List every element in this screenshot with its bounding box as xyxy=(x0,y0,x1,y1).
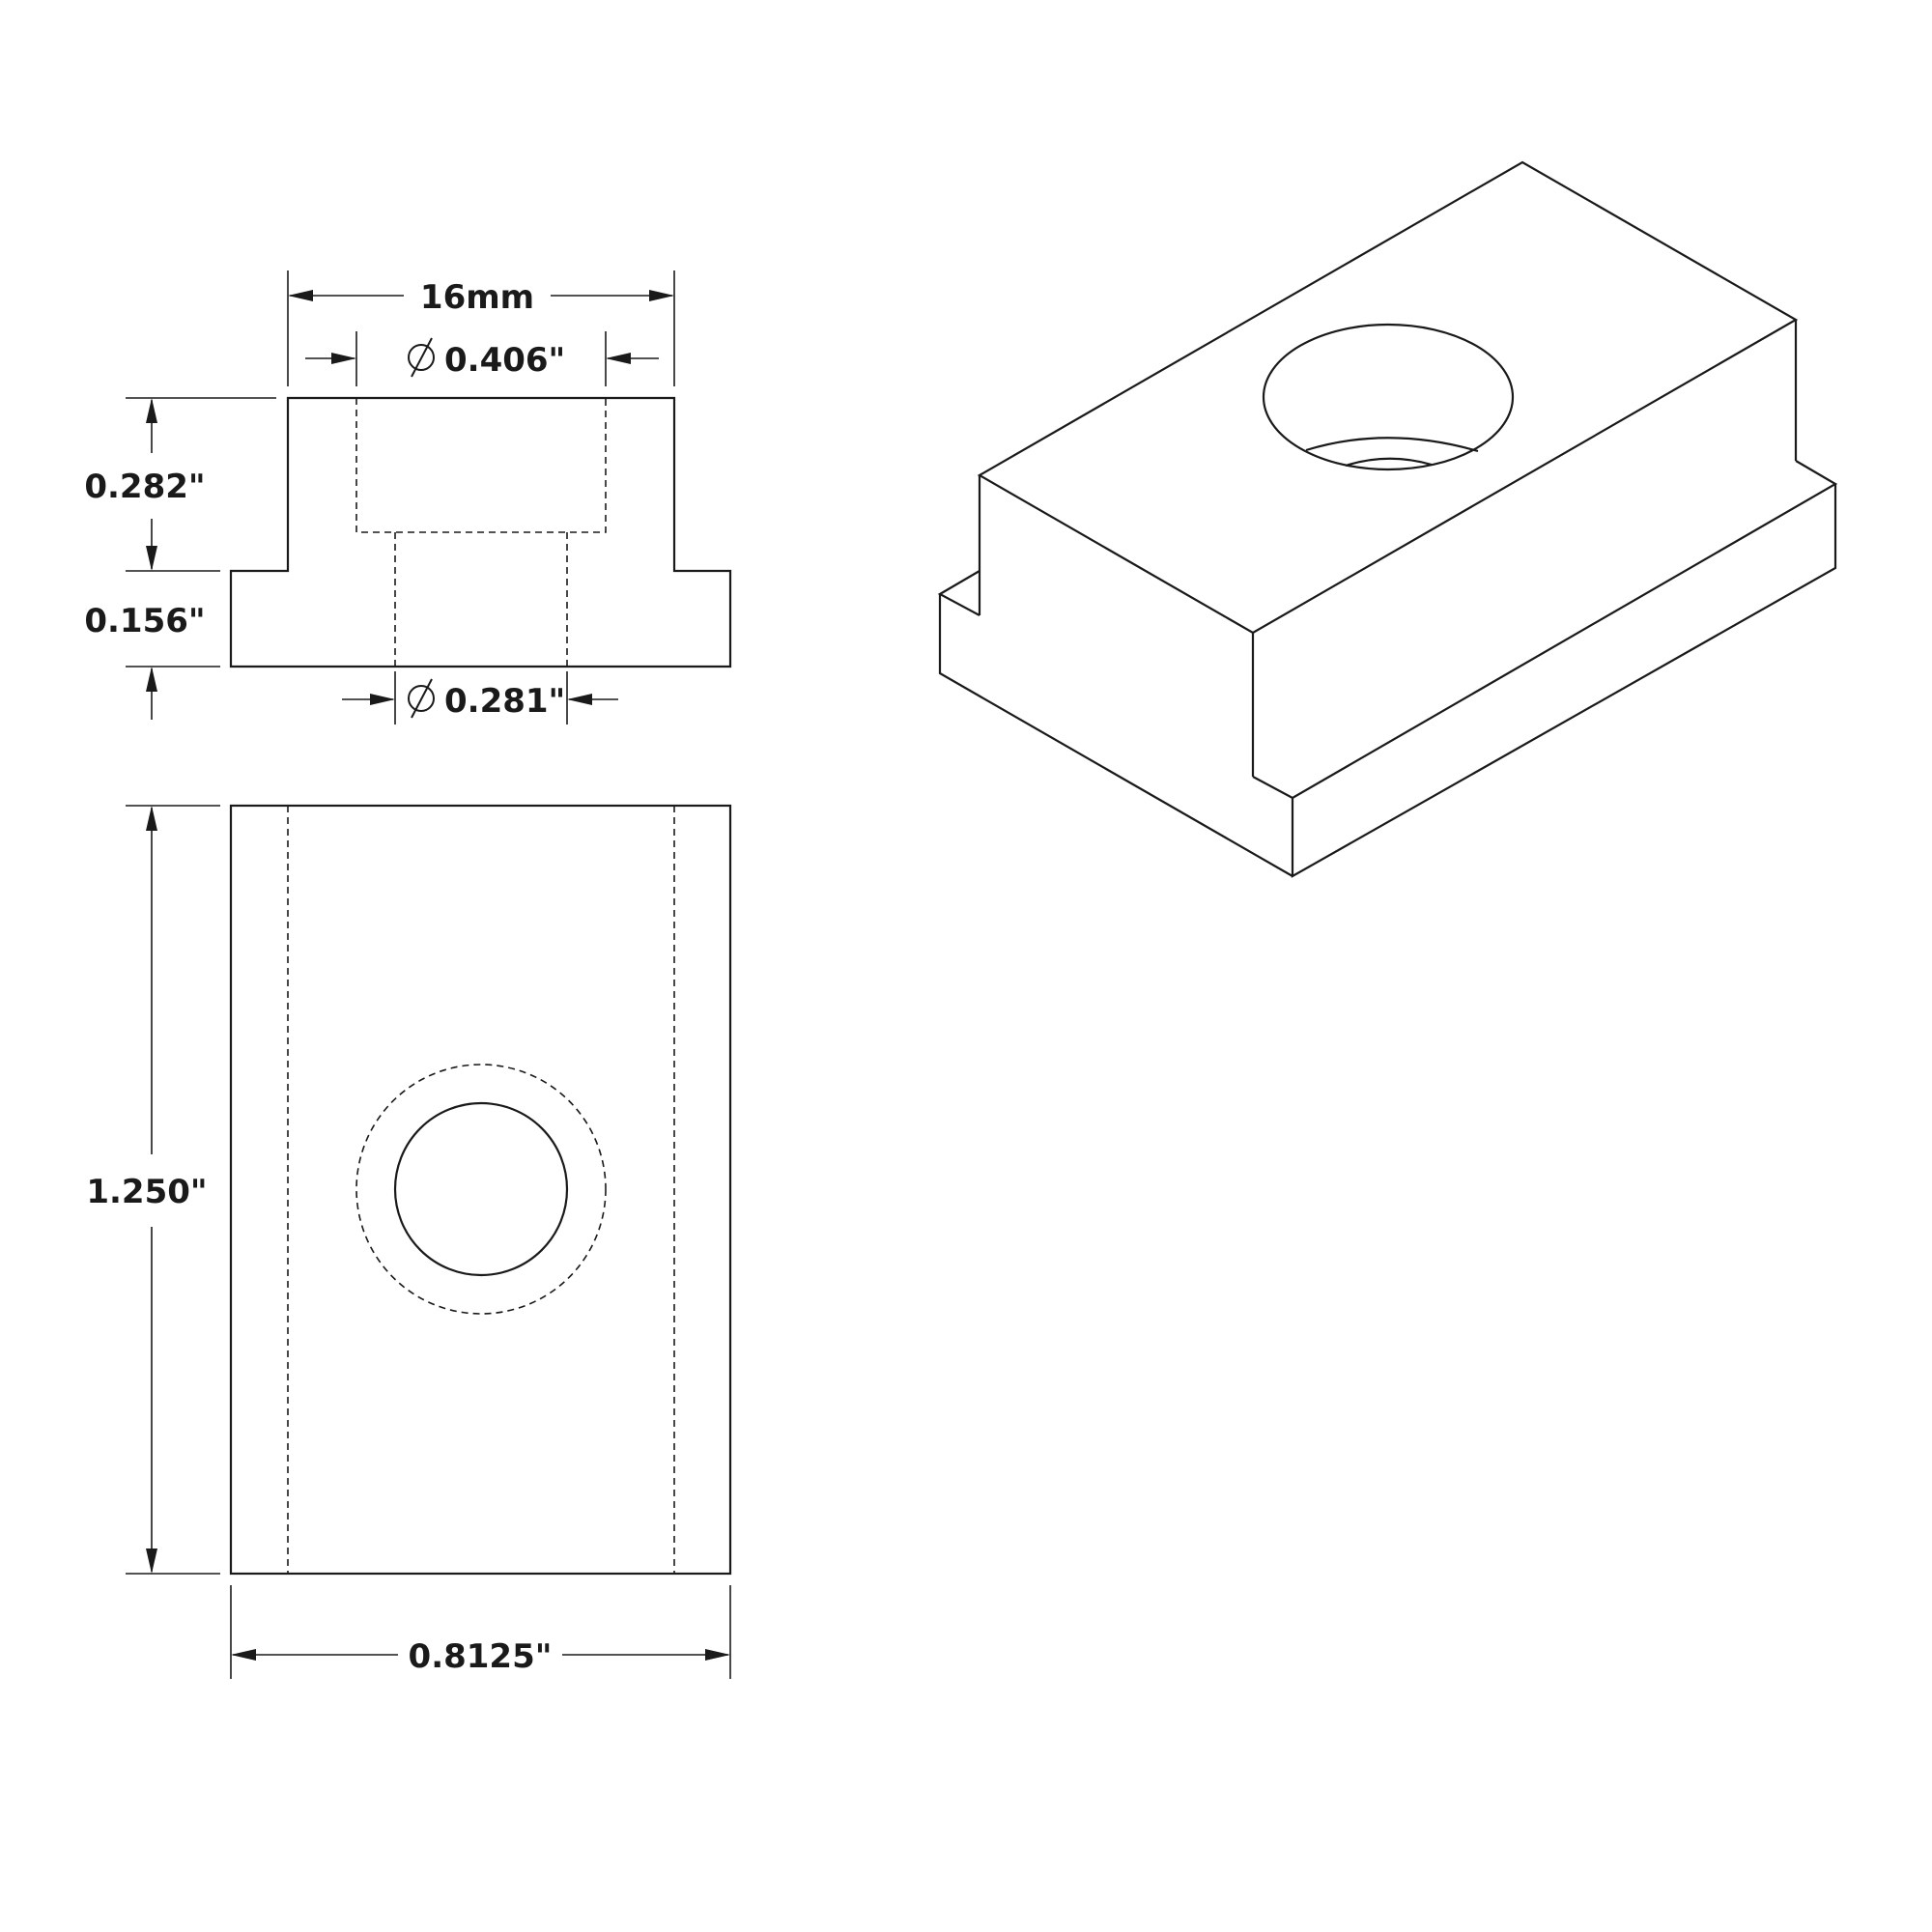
isometric-view xyxy=(937,160,1838,878)
iso-right-flange xyxy=(1252,460,1838,878)
counterbore-hidden-circle xyxy=(355,1064,607,1315)
iso-left-flange xyxy=(937,570,1293,877)
iso-upper-front-face xyxy=(978,475,1255,777)
dimension-length-label: 1.250" xyxy=(86,1173,207,1211)
diameter-icon xyxy=(408,337,435,378)
dimension-base-width-label: 0.8125" xyxy=(409,1637,553,1676)
dimension-hole-diameter: 0.281" xyxy=(342,671,618,724)
dimension-top-height: 0.282" xyxy=(84,397,276,572)
dimension-length: 1.250" xyxy=(86,805,220,1575)
dimension-16mm: 16mm xyxy=(287,270,675,386)
dimension-flange-height-label: 0.156" xyxy=(84,602,205,640)
through-hole-circle xyxy=(393,1101,569,1277)
dimension-top-height-label: 0.282" xyxy=(84,468,205,506)
top-view xyxy=(229,804,732,1576)
iso-through-hole xyxy=(1345,457,1433,468)
iso-counterbore-ellipse xyxy=(1262,323,1515,471)
front-view-outline xyxy=(229,396,732,668)
dimension-hole-diameter-label: 0.281" xyxy=(444,682,565,721)
iso-top-face xyxy=(977,160,1799,635)
dimension-counterbore-diameter: 0.406" xyxy=(305,331,659,386)
through-hole-hidden-lines xyxy=(394,532,568,667)
counterbore-hidden-lines xyxy=(355,398,607,533)
dimension-flange-height: 0.156" xyxy=(84,602,220,720)
dimension-16mm-label: 16mm xyxy=(420,278,534,317)
dimension-base-width: 0.8125" xyxy=(230,1585,731,1679)
iso-counterbore-floor xyxy=(1305,437,1479,453)
dimension-counterbore-diameter-label: 0.406" xyxy=(444,341,565,380)
front-view xyxy=(229,396,732,668)
top-view-outline xyxy=(229,804,732,1576)
diameter-icon xyxy=(408,678,435,719)
